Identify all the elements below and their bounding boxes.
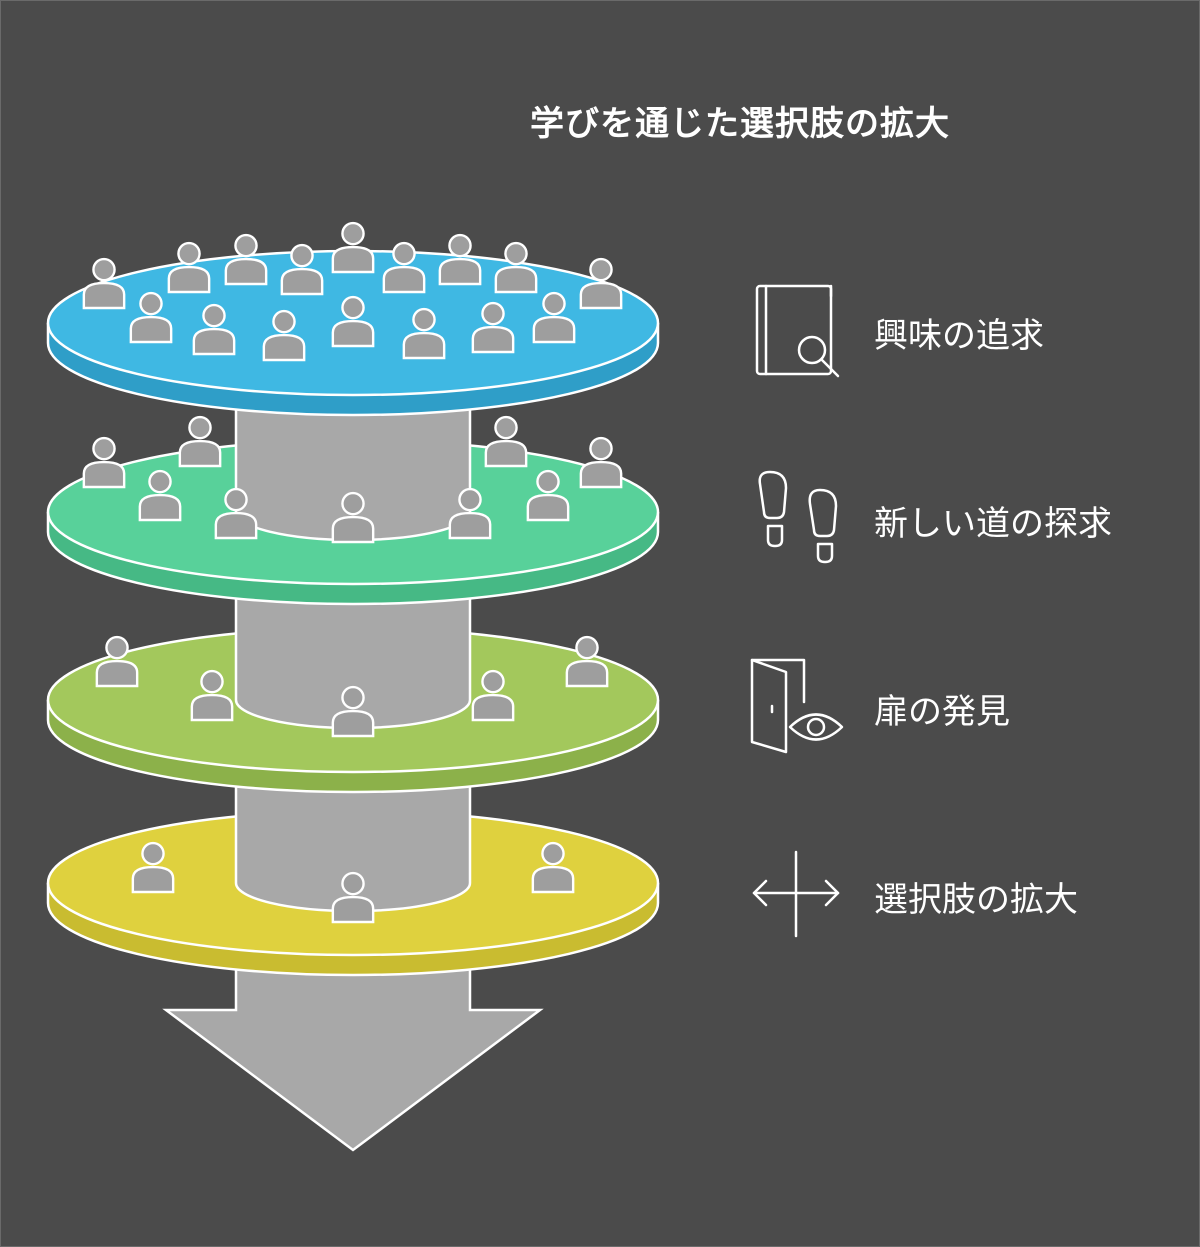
horizontal-arrows-icon <box>752 850 840 938</box>
layer-3-label: 扉の発見 <box>874 692 1010 732</box>
layer-1-label: 興味の追求 <box>874 316 1044 356</box>
diagram-title: 学びを通じた選択肢の拡大 <box>530 104 950 144</box>
person-icon <box>331 221 375 274</box>
person-icon <box>484 415 528 468</box>
door-eye-icon <box>750 658 844 754</box>
footprints-icon <box>758 470 838 564</box>
book-search-icon <box>755 284 840 378</box>
disc-layer-2 <box>46 438 660 606</box>
layer-4-label: 選択肢の拡大 <box>874 880 1078 920</box>
layer-2-label: 新しい道の探求 <box>874 504 1112 544</box>
person-icon <box>178 415 222 468</box>
person-icon <box>579 436 623 489</box>
person-icon <box>82 436 126 489</box>
